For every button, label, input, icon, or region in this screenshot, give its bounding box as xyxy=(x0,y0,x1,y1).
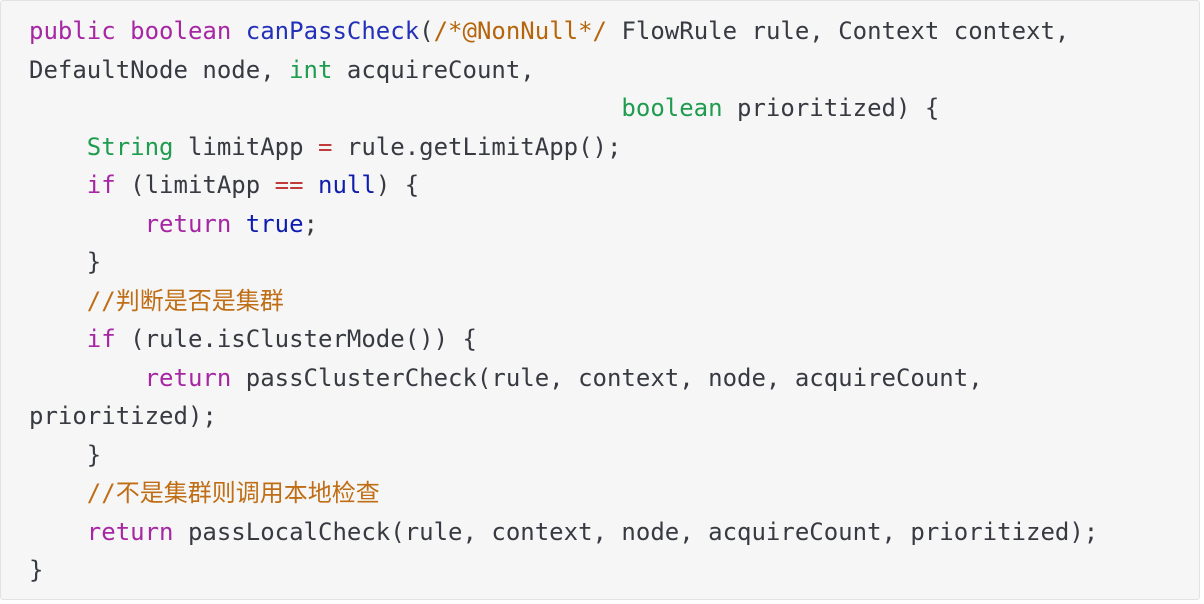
code-line: return true; xyxy=(29,205,1098,244)
code-line: if (limitApp == null) { xyxy=(29,166,1098,205)
code-token: } xyxy=(29,440,102,469)
code-line: String limitApp = rule.getLimitApp(); xyxy=(29,128,1098,167)
code-token: ) { xyxy=(375,171,420,199)
code-token: prioritized); xyxy=(29,402,217,430)
code-line: boolean prioritized) { xyxy=(29,89,1098,128)
code-token xyxy=(29,133,87,161)
code-token: FlowRule rule, Context context, xyxy=(607,17,1070,45)
code-token xyxy=(29,210,145,238)
code-token: null xyxy=(318,171,376,199)
code-token: /*@NonNull*/ xyxy=(433,17,607,45)
code-token: //不是集群则调用本地检查 xyxy=(86,479,380,507)
code-token xyxy=(29,325,87,353)
code-token: if xyxy=(86,325,116,353)
code-line: //不是集群则调用本地检查 xyxy=(29,474,1098,513)
code-token: public xyxy=(29,17,116,45)
code-token xyxy=(29,171,87,199)
code-token: passClusterCheck(rule, context, node, ac… xyxy=(231,363,983,392)
code-token: = xyxy=(318,132,333,161)
code-token: return xyxy=(86,517,174,546)
code-token: prioritized) { xyxy=(722,94,940,122)
code-token xyxy=(29,287,87,315)
code-line: } xyxy=(29,436,1098,475)
code-token: (rule.isClusterMode()) { xyxy=(115,325,477,353)
code-token: } xyxy=(29,248,102,276)
code-token: true xyxy=(245,209,304,238)
code-token: if xyxy=(86,171,116,199)
code-token: String xyxy=(86,132,174,161)
code-line: return passClusterCheck(rule, context, n… xyxy=(29,359,1098,398)
code-token: passLocalCheck(rule, context, node, acqu… xyxy=(173,517,1099,546)
code-token: ; xyxy=(303,209,318,238)
code-token: boolean xyxy=(130,17,232,45)
code-token: acquireCount, xyxy=(332,55,535,84)
code-token xyxy=(231,210,245,238)
code-token: boolean xyxy=(621,94,723,122)
code-token: == xyxy=(274,171,304,199)
code-token xyxy=(116,17,130,45)
code-token xyxy=(29,94,621,122)
code-token xyxy=(29,518,87,546)
code-line: public boolean canPassCheck(/*@NonNull*/… xyxy=(29,12,1098,51)
code-token: } xyxy=(29,556,44,584)
code-token: DefaultNode node, xyxy=(29,55,290,84)
code-token: return xyxy=(144,363,232,392)
code-token xyxy=(29,364,145,392)
code-line: return passLocalCheck(rule, context, nod… xyxy=(29,513,1098,552)
code-token xyxy=(29,479,87,507)
code-token: canPassCheck xyxy=(245,17,420,45)
code-listing: public boolean canPassCheck(/*@NonNull*/… xyxy=(29,12,1098,590)
code-token: return xyxy=(144,209,232,238)
code-line: prioritized); xyxy=(29,397,1098,436)
code-token xyxy=(231,17,245,45)
code-token: (limitApp xyxy=(115,171,275,199)
code-token xyxy=(304,171,318,199)
code-token: //判断是否是集群 xyxy=(86,286,284,315)
code-token: int xyxy=(289,55,333,84)
code-line: DefaultNode node, int acquireCount, xyxy=(29,51,1098,90)
code-token: rule.getLimitApp(); xyxy=(332,132,622,161)
code-token: limitApp xyxy=(173,132,318,161)
code-line: } xyxy=(29,243,1098,282)
code-token: ( xyxy=(419,17,434,45)
code-line: //判断是否是集群 xyxy=(29,282,1098,321)
code-line: } xyxy=(29,551,1098,590)
code-line: if (rule.isClusterMode()) { xyxy=(29,320,1098,359)
